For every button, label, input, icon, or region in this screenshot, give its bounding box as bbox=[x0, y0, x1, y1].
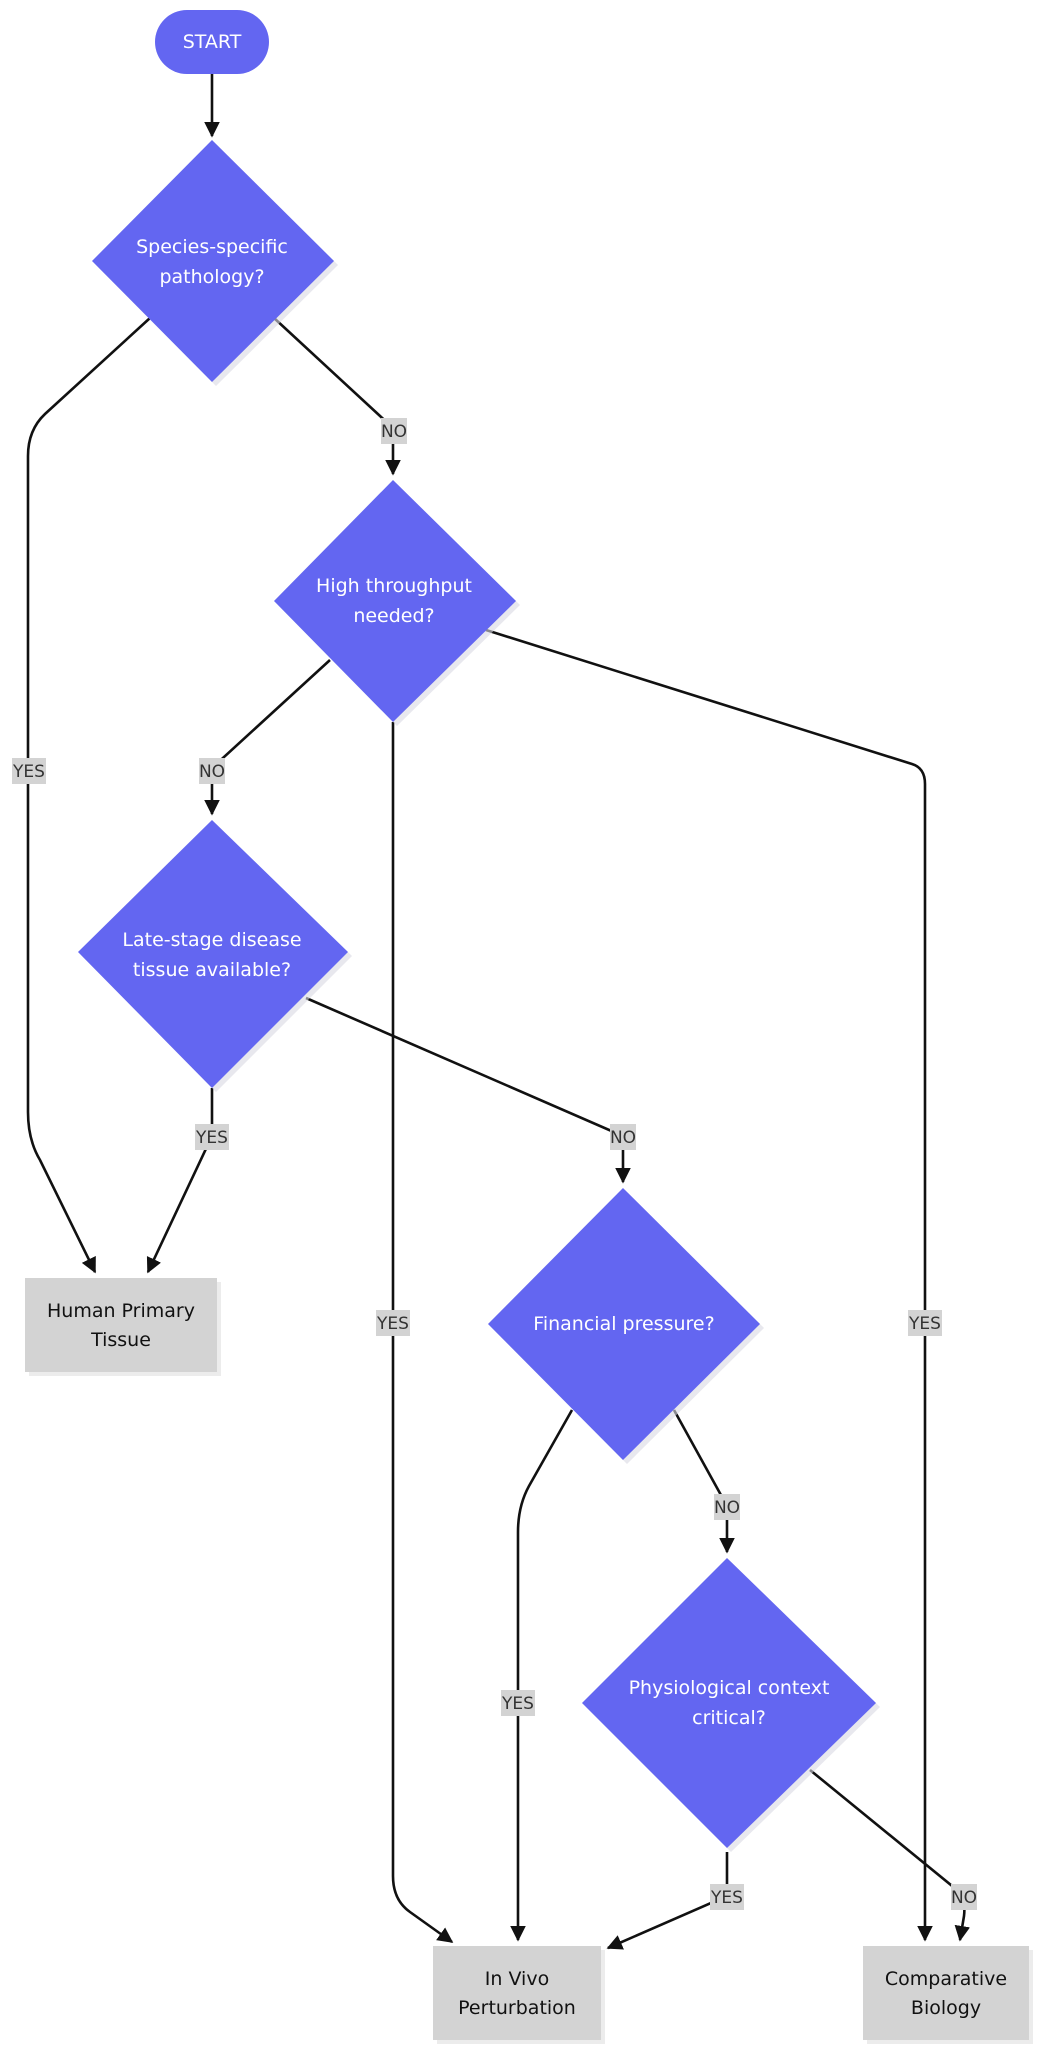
svg-text:YES: YES bbox=[195, 1128, 228, 1148]
svg-text:NO: NO bbox=[381, 422, 407, 442]
svg-text:NO: NO bbox=[714, 1498, 740, 1518]
edge-label-financial-yes: YES bbox=[501, 1690, 535, 1716]
edge-label-species-yes: YES bbox=[12, 758, 46, 784]
svg-text:YES: YES bbox=[710, 1888, 743, 1908]
svg-text:Perturbation: Perturbation bbox=[458, 1997, 576, 2019]
terminal-in-vivo-perturbation: In Vivo Perturbation bbox=[433, 1946, 605, 2044]
svg-text:YES: YES bbox=[908, 1314, 941, 1334]
decision-late-stage-tissue: Late-stage disease tissue available? bbox=[78, 820, 352, 1092]
edge-throughput-to-comparative bbox=[485, 628, 933, 1942]
svg-text:YES: YES bbox=[12, 762, 45, 782]
terminal-human-primary-tissue: Human Primary Tissue bbox=[25, 1278, 221, 1376]
decision-physiological-context: Physiological context critical? bbox=[582, 1558, 880, 1852]
svg-text:NO: NO bbox=[199, 762, 225, 782]
svg-text:critical?: critical? bbox=[692, 1707, 766, 1729]
edge-physiological-to-in-vivo bbox=[606, 1852, 729, 1950]
svg-text:needed?: needed? bbox=[353, 605, 434, 627]
svg-text:Financial pressure?: Financial pressure? bbox=[533, 1313, 714, 1335]
svg-text:Physiological context: Physiological context bbox=[629, 1677, 830, 1699]
svg-text:NO: NO bbox=[951, 1888, 977, 1908]
edge-throughput-to-late-stage bbox=[204, 659, 331, 816]
edge-label-physiological-no: NO bbox=[951, 1884, 977, 1910]
edge-throughput-to-in-vivo bbox=[391, 722, 454, 1944]
svg-text:Species-specific: Species-specific bbox=[136, 236, 288, 258]
edge-species-to-throughput bbox=[273, 317, 401, 476]
svg-text:Late-stage disease: Late-stage disease bbox=[122, 929, 301, 951]
edge-label-throughput-no: NO bbox=[199, 758, 225, 784]
svg-text:YES: YES bbox=[376, 1314, 409, 1334]
edge-label-species-no: NO bbox=[381, 418, 407, 444]
decision-species-specific: Species-specific pathology? bbox=[92, 140, 338, 386]
svg-text:NO: NO bbox=[610, 1128, 636, 1148]
start-node: START bbox=[155, 10, 269, 74]
edge-label-throughput-yes-comparative: YES bbox=[908, 1310, 942, 1336]
decision-high-throughput: High throughput needed? bbox=[274, 480, 520, 726]
svg-text:High throughput: High throughput bbox=[316, 575, 472, 597]
edge-late-stage-to-human-primary-tissue bbox=[146, 1088, 214, 1274]
edge-species-to-human-primary-tissue bbox=[26, 317, 151, 1274]
decision-financial-pressure: Financial pressure? bbox=[488, 1188, 764, 1464]
edge-label-financial-no: NO bbox=[714, 1494, 740, 1520]
nodes: START Species-specific pathology? High t… bbox=[25, 10, 1033, 2044]
edge-label-throughput-yes-in-vivo: YES bbox=[376, 1310, 410, 1336]
edge-labels: YES NO YES NO YES YES NO YES bbox=[12, 418, 977, 1910]
svg-text:YES: YES bbox=[501, 1694, 534, 1714]
svg-text:In Vivo: In Vivo bbox=[485, 1968, 549, 1990]
svg-text:tissue available?: tissue available? bbox=[133, 959, 291, 981]
terminal-comparative-biology: Comparative Biology bbox=[863, 1946, 1033, 2044]
edge-physiological-to-comparative bbox=[809, 1768, 971, 1942]
edge-financial-to-in-vivo bbox=[510, 1409, 574, 1942]
edge-late-stage-to-financial bbox=[305, 996, 631, 1184]
svg-text:pathology?: pathology? bbox=[159, 266, 264, 288]
svg-text:Tissue: Tissue bbox=[90, 1329, 151, 1351]
edge-label-late-stage-no: NO bbox=[610, 1124, 636, 1150]
svg-text:Biology: Biology bbox=[911, 1997, 981, 2019]
svg-text:Human Primary: Human Primary bbox=[47, 1300, 195, 1322]
svg-text:Comparative: Comparative bbox=[885, 1968, 1007, 1990]
svg-text:START: START bbox=[183, 31, 242, 53]
edge-label-late-stage-yes: YES bbox=[195, 1124, 229, 1150]
edge-financial-to-physiological bbox=[672, 1409, 735, 1554]
edge-label-physiological-yes: YES bbox=[710, 1884, 744, 1910]
